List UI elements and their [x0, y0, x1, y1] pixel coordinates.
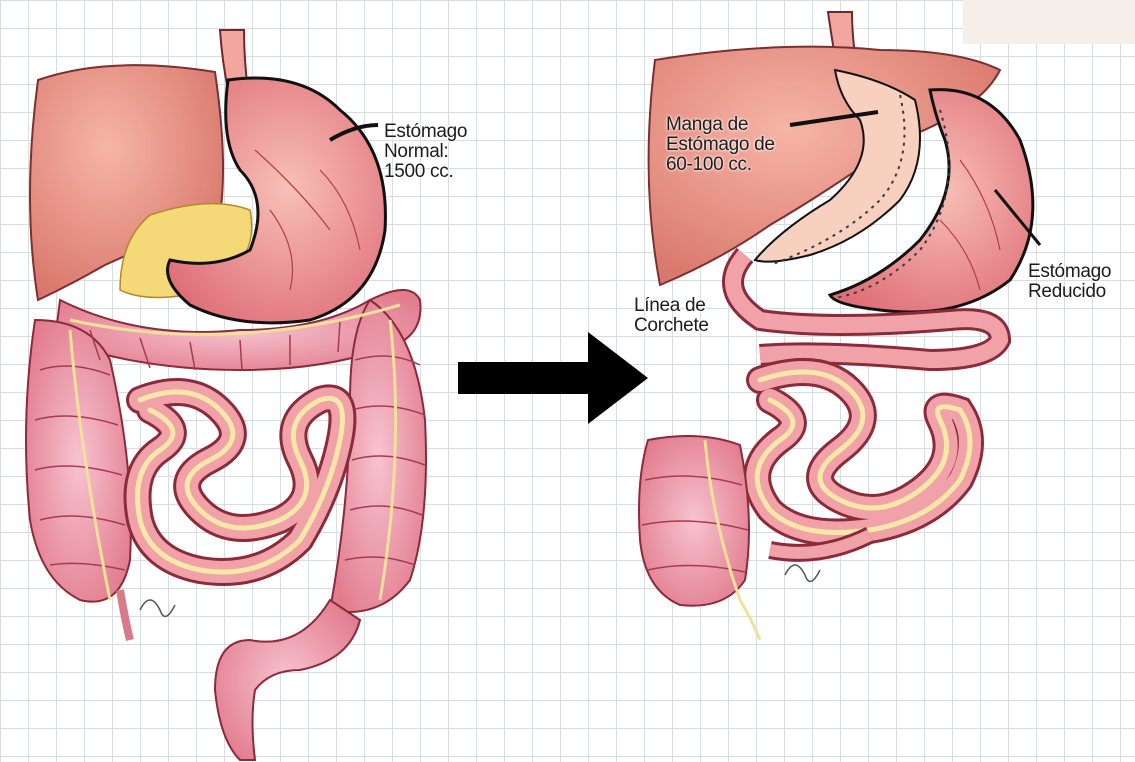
transition-arrow: [458, 332, 648, 424]
reduced-stomach-label: Estómago Reducido: [1028, 262, 1111, 302]
sleeve-label-line1: Manga de: [666, 115, 775, 135]
sleeve-label-line3: 60-100 cc.: [666, 155, 775, 175]
sleeve-label-line2: Estómago de: [666, 135, 775, 155]
small-intestine: [138, 392, 343, 572]
normal-stomach-label: Estómago Normal: 1500 cc.: [384, 122, 467, 182]
small-intestine-right: [757, 372, 970, 533]
artist-signature-right: [785, 565, 820, 581]
rectum: [215, 600, 360, 760]
staple-line-label: Línea de Corchete: [634, 296, 709, 336]
normal-stomach-label-line2: Normal:: [384, 142, 467, 162]
ascending-colon: [26, 320, 131, 602]
sleeve-label: Manga de Estómago de 60-100 cc.: [666, 115, 775, 175]
reduced-stomach-label-line2: Reducido: [1028, 282, 1111, 302]
staple-line-label-line2: Corchete: [634, 316, 709, 336]
staple-line-label-line1: Línea de: [634, 296, 709, 316]
artist-signature-left: [140, 600, 175, 616]
normal-anatomy: [26, 30, 426, 760]
normal-stomach-label-line1: Estómago: [384, 122, 467, 142]
normal-stomach-label-line3: 1500 cc.: [384, 162, 467, 182]
reduced-stomach-label-line1: Estómago: [1028, 262, 1111, 282]
